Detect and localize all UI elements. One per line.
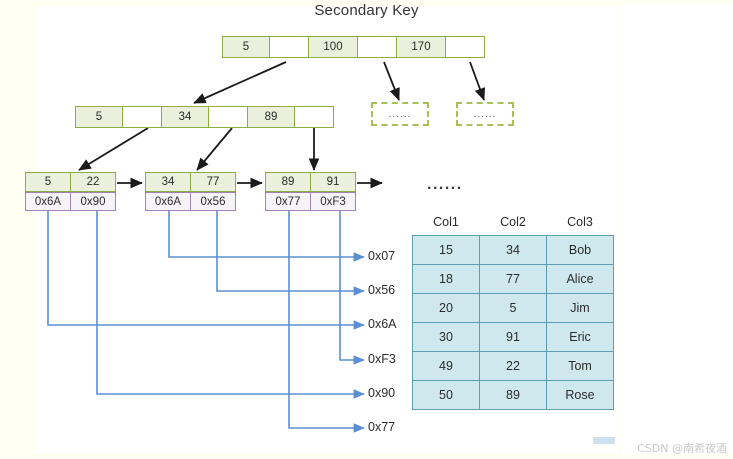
table-cell: Tom [546,351,614,381]
table-header-col2: Col2 [500,215,526,229]
table-cell: 50 [412,380,480,410]
leaf-1-pointer-1: 0x90 [70,192,116,211]
root-cell-pointer-1 [357,36,397,58]
btree-leaf-node-3-pointers: 0x77 0xF3 [265,192,356,211]
table-cell: 89 [479,380,547,410]
edge-root-to-internal [193,61,287,104]
connector-leaf1-0x90 [96,211,365,399]
connector-leaf2-0x6A [168,211,365,262]
row-address-0: 0x07 [368,249,396,263]
table-cell: 20 [412,293,480,323]
leaf-3-pointer-0: 0x77 [265,192,311,211]
btree-internal-node: 5 34 89 [75,106,334,128]
btree-leaf-node-2-keys: 34 77 [145,172,236,192]
table-cell: Bob [546,235,614,265]
table-header-row: Col1 Col2 Col3 [413,212,614,236]
edge-internal-to-leaf-1 [78,127,149,171]
table-cell: 91 [479,322,547,352]
table-row: 50 89 Rose [412,380,614,410]
connector-leaf1-0x6A [47,211,365,330]
table-row: 18 77 Alice [412,264,614,294]
edge-internal-to-leaf-2 [196,127,233,171]
table-cell: 15 [412,235,480,265]
leaf-3-key-1: 91 [310,172,356,192]
internal-cell-pointer-2 [294,106,334,128]
btree-leaf-node-2-pointers: 0x6A 0x56 [145,192,236,211]
ellipsis-node-2: ...... [456,102,514,126]
connector-leaf2-0x56 [216,211,365,296]
table-header-col1: Col1 [433,215,459,229]
btree-root-node: 5 100 170 [222,36,485,58]
root-cell-key-0: 5 [222,36,270,58]
watermark: CSDN @南希夜酒 [637,442,727,455]
leaf-1-key-1: 22 [70,172,116,192]
row-address-1: 0x56 [368,283,396,297]
table-cell: 30 [412,322,480,352]
root-cell-pointer-2 [445,36,485,58]
leaf-2-key-1: 77 [190,172,236,192]
edge-root-to-ellipsis-2 [469,61,486,101]
leaf-2-key-0: 34 [145,172,191,192]
table-cell: Eric [546,322,614,352]
table-header-col3: Col3 [567,215,593,229]
internal-cell-key-1: 34 [161,106,209,128]
ellipsis-node-1: ...... [371,102,429,126]
leaf-2-pointer-0: 0x6A [145,192,191,211]
row-address-2: 0x6A [368,317,397,331]
table-cell: Alice [546,264,614,294]
table-cell: 5 [479,293,547,323]
btree-leaf-node-1-pointers: 0x6A 0x90 [25,192,116,211]
row-address-3: 0xF3 [368,352,396,366]
table-cell: Jim [546,293,614,323]
table-row: 30 91 Eric [412,322,614,352]
page-title: Secondary Key [314,2,419,19]
leaf-1-pointer-0: 0x6A [25,192,71,211]
table-row: 15 34 Bob [412,235,614,265]
connector-leaf3-0xF3 [339,211,365,365]
table-row: 20 5 Jim [412,293,614,323]
internal-cell-key-0: 5 [75,106,123,128]
leaf-2-pointer-1: 0x56 [190,192,236,211]
btree-leaf-node-1-keys: 5 22 [25,172,116,192]
internal-cell-key-2: 89 [247,106,295,128]
root-cell-key-2: 170 [396,36,446,58]
internal-cell-pointer-0 [122,106,162,128]
table-cell: Rose [546,380,614,410]
root-cell-key-1: 100 [308,36,358,58]
row-address-5: 0x77 [368,420,396,434]
table-ellipsis: ...... [427,176,463,193]
table-cell: 34 [479,235,547,265]
table-row: 49 22 Tom [412,351,614,381]
internal-cell-pointer-1 [208,106,248,128]
leaf-3-pointer-1: 0xF3 [310,192,356,211]
leaf-1-key-0: 5 [25,172,71,192]
row-address-4: 0x90 [368,386,396,400]
btree-leaf-node-3-keys: 89 91 [265,172,356,192]
table-cell: 49 [412,351,480,381]
connector-leaf3-0x77 [288,211,365,433]
watermark-bar [593,437,615,444]
table-cell: 77 [479,264,547,294]
leaf-3-key-0: 89 [265,172,311,192]
table-cell: 18 [412,264,480,294]
root-cell-pointer-0 [269,36,309,58]
edge-root-to-ellipsis-1 [383,61,400,101]
table-cell: 22 [479,351,547,381]
data-table: Col1 Col2 Col3 15 34 Bob 18 77 Alice 20 … [412,212,614,410]
